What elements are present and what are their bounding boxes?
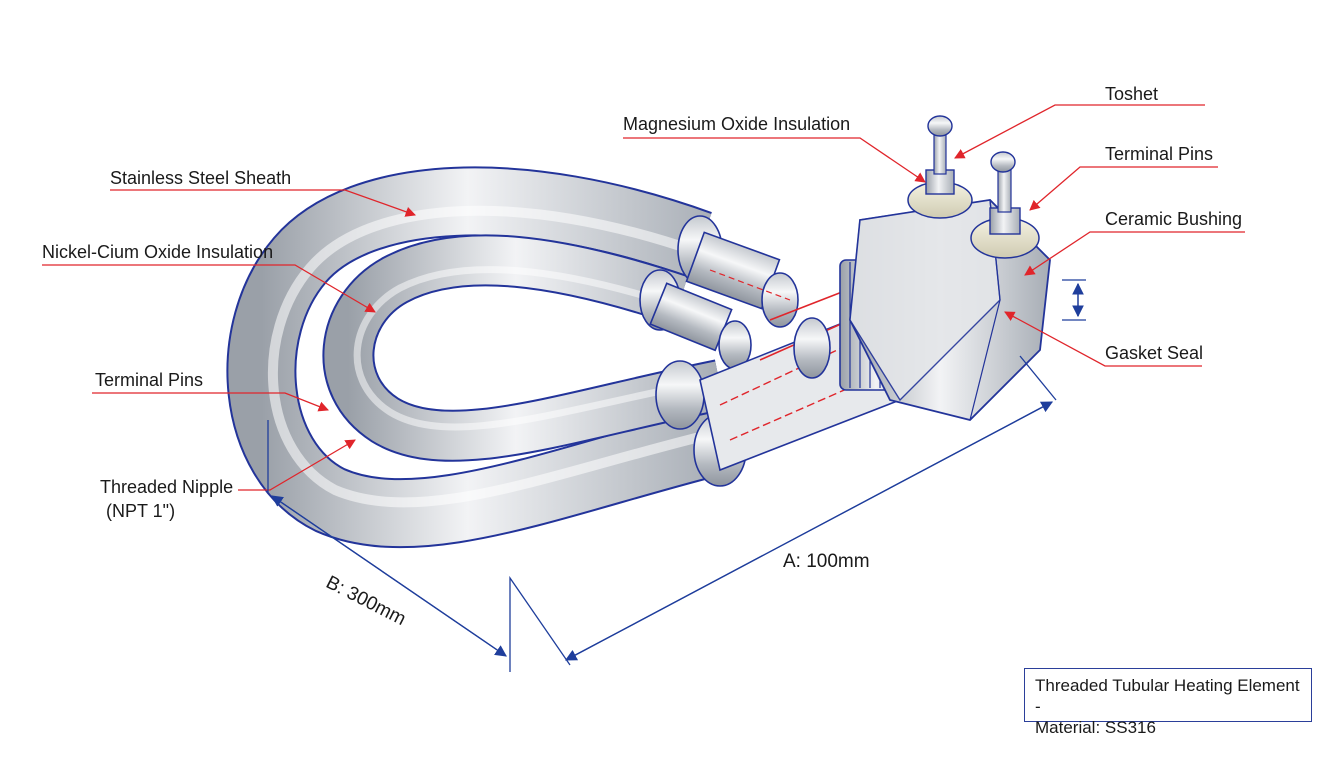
label-threaded-nipple: Threaded Nipple	[100, 477, 234, 497]
label-magnesium-oxide-insulation: Magnesium Oxide Insulation	[623, 114, 851, 134]
label-terminal-pins-right: Terminal Pins	[1105, 144, 1214, 164]
label-stainless-steel-sheath: Stainless Steel Sheath	[110, 168, 292, 188]
leader-lines	[42, 104, 1245, 491]
terminal-screw-right	[989, 151, 1021, 235]
label-ceramic-bushing: Ceramic Bushing	[1105, 209, 1243, 229]
title-block: Threaded Tubular Heating Element - Mater…	[1024, 668, 1312, 737]
inner-tube	[322, 234, 726, 462]
dimension-lines	[267, 279, 1086, 672]
terminal-screw-left	[925, 115, 955, 195]
outer-tube	[226, 166, 729, 549]
dimension-a-label: A: 100mm	[783, 551, 870, 572]
ceramic-bushing	[907, 181, 1040, 259]
label-threaded-nipple-size: (NPT 1")	[106, 501, 176, 521]
label-terminal-pins-left: Terminal Pins	[95, 370, 204, 390]
tube-collars	[639, 215, 799, 487]
label-gasket-seal: Gasket Seal	[1105, 343, 1204, 363]
label-toshet: Toshet	[1105, 84, 1159, 104]
title-line-1: Threaded Tubular Heating Element -	[1035, 676, 1300, 716]
label-nickel-oxide-insulation: Nickel-Cium Oxide Insulation	[42, 242, 274, 262]
title-line-2: Material: SS316	[1035, 718, 1156, 737]
